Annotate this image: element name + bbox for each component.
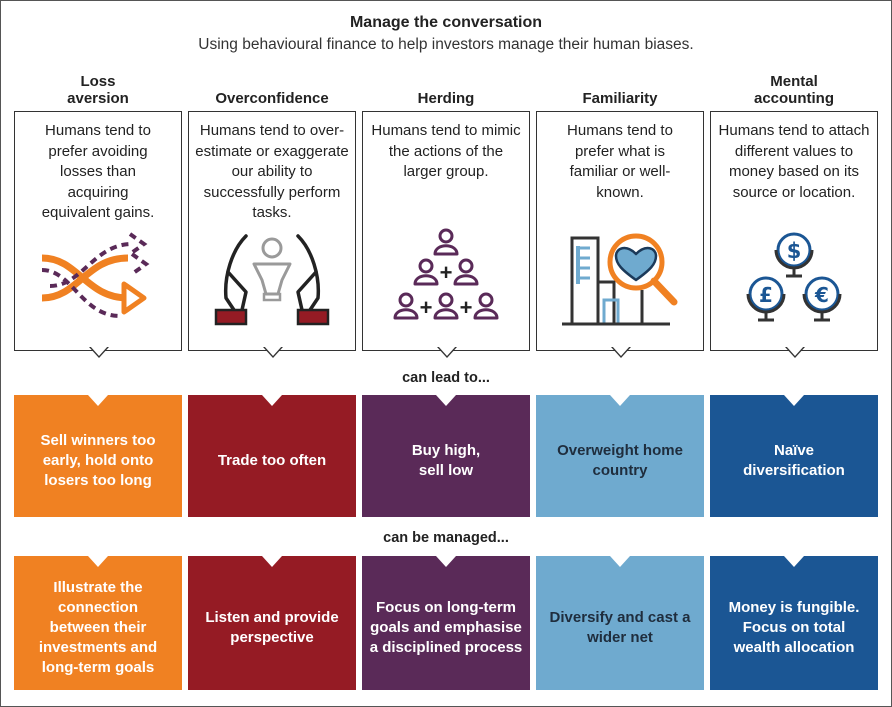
heading-line-1	[536, 73, 704, 90]
building-heart-magnifier-icon	[562, 233, 678, 326]
outcome-mental-accounting: Naïve diversification	[710, 395, 878, 517]
description-mental-accounting: Humans tend to attach different values t…	[718, 122, 870, 201]
svg-text:+: +	[440, 260, 453, 285]
description-familiarity: Humans tend to prefer what is familiar o…	[567, 122, 673, 201]
heading-overconfidence: Overconfidence	[188, 73, 356, 107]
svg-text:+: +	[420, 295, 433, 320]
remedy-text: Illustrate the connection between their …	[38, 579, 158, 676]
outcome-text: Trade too often	[217, 452, 327, 469]
people-group-icon: + + +	[393, 228, 499, 320]
block-notch	[784, 395, 804, 406]
card-pointer	[785, 346, 805, 358]
block-notch	[262, 395, 282, 406]
outcome-text: Naïve diversification	[743, 442, 845, 479]
description-card-familiarity: Humans tend to prefer what is familiar o…	[536, 111, 704, 351]
crossing-arrows-icon	[41, 232, 150, 318]
block-notch	[436, 395, 456, 406]
outcome-text: Sell winners too early, hold onto losers…	[40, 432, 156, 489]
heading-line-1	[362, 73, 530, 90]
currency-globes-icon: $ £ €	[746, 232, 842, 322]
remedy-text: Money is fungible. Focus on total wealth…	[728, 599, 860, 656]
connector-can-be-managed: can be managed...	[383, 530, 509, 546]
remedy-text: Focus on long-term goals and emphasise a…	[369, 599, 523, 656]
remedy-text: Listen and provide perspective	[205, 609, 339, 646]
outcome-familiarity: Overweight home country	[536, 395, 704, 517]
description-overconfidence: Humans tend to over-estimate or exaggera…	[195, 122, 349, 221]
connector-can-lead-to: can lead to...	[402, 370, 490, 386]
page-subtitle: Using behavioural finance to help invest…	[198, 36, 694, 53]
outcome-loss-aversion: Sell winners too early, hold onto losers…	[14, 395, 182, 517]
description-card-overconfidence: Humans tend to over-estimate or exaggera…	[188, 111, 356, 351]
description-card-mental-accounting: Humans tend to attach different values t…	[710, 111, 878, 351]
remedy-herding: Focus on long-term goals and emphasise a…	[362, 556, 530, 690]
description-card-herding: Humans tend to mimic the actions of the …	[362, 111, 530, 351]
hands-trophy-icon	[214, 234, 330, 326]
svg-text:+: +	[460, 295, 473, 320]
heading-line-2: Herding	[417, 90, 475, 107]
heading-line-1: Mental	[770, 73, 818, 90]
block-notch	[784, 556, 804, 567]
svg-text:€: €	[814, 283, 829, 307]
description-herding: Humans tend to mimic the actions of the …	[371, 122, 521, 180]
heading-line-1: Loss	[80, 73, 116, 90]
heading-line-2: Overconfidence	[215, 90, 329, 107]
heading-loss-aversion: Loss aversion	[14, 73, 182, 107]
block-notch	[88, 556, 108, 567]
block-notch	[610, 556, 630, 567]
outcome-text: Buy high, sell low	[411, 442, 481, 479]
heading-line-1	[188, 73, 356, 90]
heading-line-2: aversion	[67, 90, 129, 107]
block-notch	[262, 556, 282, 567]
outcome-herding: Buy high, sell low	[362, 395, 530, 517]
description-card-loss-aversion: Humans tend to prefer avoiding losses th…	[14, 111, 182, 351]
block-notch	[610, 395, 630, 406]
block-notch	[436, 556, 456, 567]
svg-text:$: $	[787, 239, 802, 263]
card-pointer	[263, 346, 283, 358]
remedy-overconfidence: Listen and provide perspective	[188, 556, 356, 690]
outcome-text: Overweight home country	[557, 442, 683, 479]
card-pointer	[611, 346, 631, 358]
heading-herding: Herding	[362, 73, 530, 107]
heading-familiarity: Familiarity	[536, 73, 704, 107]
remedy-familiarity: Diversify and cast a wider net	[536, 556, 704, 690]
remedy-mental-accounting: Money is fungible. Focus on total wealth…	[710, 556, 878, 690]
card-pointer	[437, 346, 457, 358]
svg-text:£: £	[759, 283, 773, 307]
remedy-loss-aversion: Illustrate the connection between their …	[14, 556, 182, 690]
description-loss-aversion: Humans tend to prefer avoiding losses th…	[41, 122, 155, 221]
card-pointer	[89, 346, 109, 358]
page-title: Manage the conversation	[349, 14, 543, 31]
heading-line-2: accounting	[753, 90, 834, 107]
block-notch	[88, 395, 108, 406]
heading-line-2: Familiarity	[582, 90, 658, 107]
heading-mental-accounting: Mental accounting	[710, 73, 878, 107]
remedy-text: Diversify and cast a wider net	[549, 609, 691, 646]
outcome-overconfidence: Trade too often	[188, 395, 356, 517]
